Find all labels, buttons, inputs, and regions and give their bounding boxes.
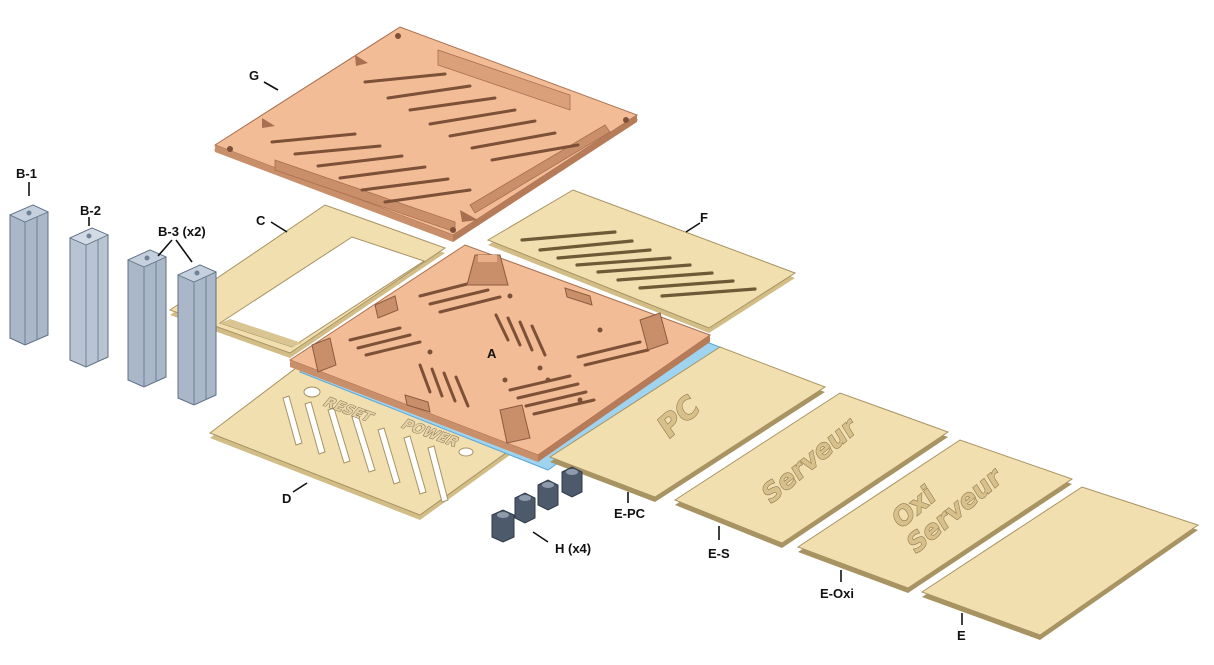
label-e-s: E-S	[708, 546, 730, 561]
part-f-plate	[486, 189, 797, 333]
hex-standoff	[514, 492, 536, 524]
part-e-panel	[920, 486, 1200, 640]
label-b-1: B-1	[16, 166, 37, 181]
label-g: G	[249, 68, 259, 83]
part-c-frame	[168, 204, 447, 358]
label-e-pc: E-PC	[614, 506, 646, 521]
label-h: H (x4)	[555, 541, 591, 556]
part-b-1-pillar	[9, 204, 49, 346]
label-d: D	[282, 491, 291, 506]
part-e-s-panel: Serveur	[673, 392, 950, 548]
part-b-3-pillar-2	[177, 264, 217, 406]
part-a-baseplate	[288, 244, 722, 471]
label-f: F	[700, 210, 708, 225]
label-e: E	[957, 628, 966, 643]
part-a-standoffs	[311, 254, 669, 444]
part-b-3-pillar-1	[127, 249, 167, 388]
part-e-pc-panel: PC	[548, 346, 827, 502]
label-e-oxi: E-Oxi	[820, 586, 854, 601]
hex-standoff	[561, 466, 583, 498]
label-b-3: B-3 (x2)	[158, 224, 206, 239]
part-h-standoffs	[491, 466, 583, 543]
part-e-oxi-panel: Oxi Serveur	[796, 439, 1074, 593]
hex-standoff	[491, 509, 515, 543]
label-a: A	[487, 346, 497, 361]
part-b-2-pillar	[69, 227, 109, 368]
label-c: C	[256, 213, 266, 228]
label-b-2: B-2	[80, 203, 101, 218]
hex-standoff	[537, 479, 559, 511]
part-g-plate	[213, 26, 639, 242]
